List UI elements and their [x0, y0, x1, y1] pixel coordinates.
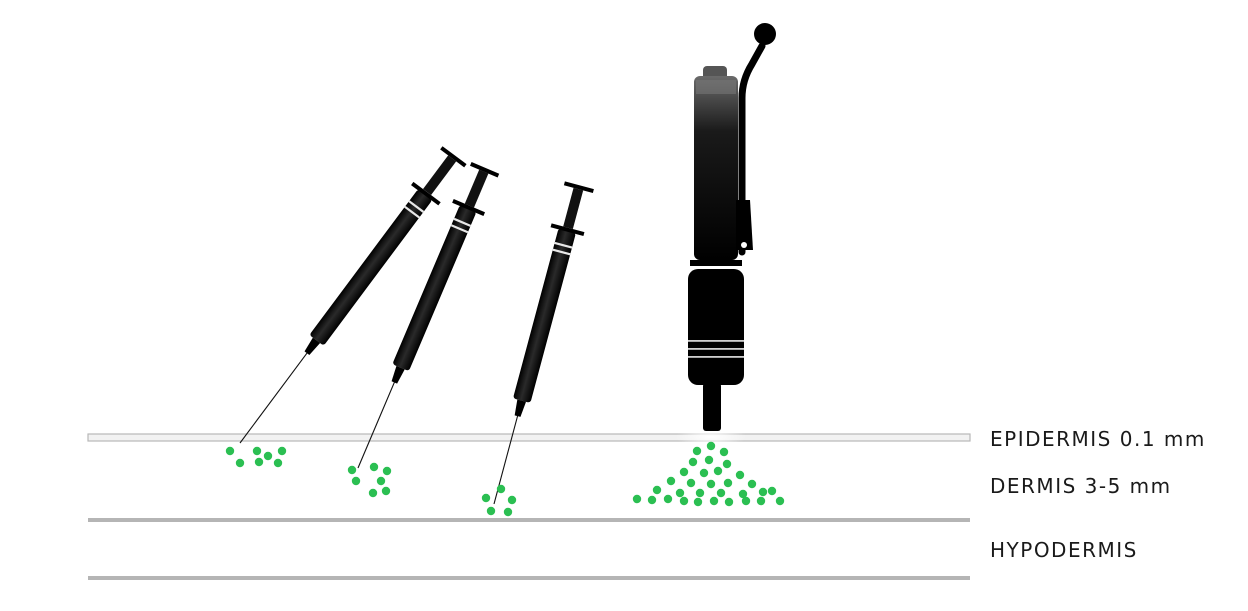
dermis-label: DERMIS 3-5 mm [990, 474, 1172, 498]
needle-free-injector-icon [688, 23, 776, 431]
skin-layer-lines [87, 428, 971, 580]
epidermis-line [87, 433, 971, 442]
epidermis-label: EPIDERMIS 0.1 mm [990, 427, 1206, 451]
particle-cluster-1 [225, 446, 287, 468]
syringe-icon [493, 181, 594, 505]
particle-cluster-2 [347, 462, 392, 498]
injector-entry-glow [675, 428, 747, 446]
syringe-icon [357, 162, 500, 469]
particle-cluster-4 [632, 441, 785, 507]
drug-particles [225, 441, 785, 517]
particle-cluster-3 [481, 484, 517, 517]
syringe-icon [239, 146, 467, 444]
dermis-bottom-line [88, 518, 970, 522]
hypodermis-label: HYPODERMIS [990, 538, 1138, 562]
hypodermis-bottom-line [88, 576, 970, 580]
